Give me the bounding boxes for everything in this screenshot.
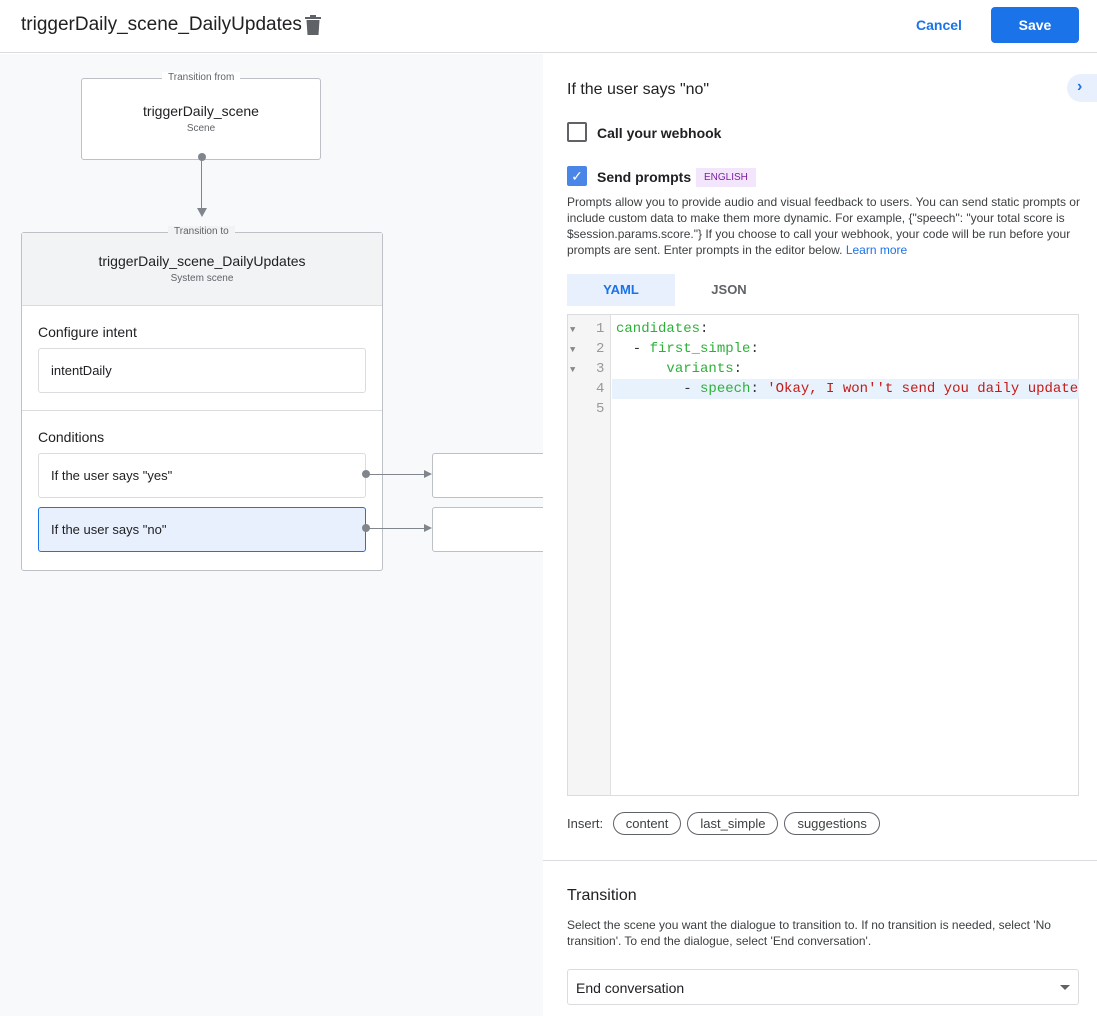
prompts-description: Prompts allow you to provide audio and v… (567, 195, 1080, 257)
connector-line (366, 528, 426, 529)
transition-from-card[interactable]: Transition from triggerDaily_scene Scene (81, 72, 321, 160)
condition-yes[interactable]: If the user says "yes" (38, 453, 366, 498)
to-scene-type: System scene (170, 273, 234, 284)
page-title: triggerDaily_scene_DailyUpdates (21, 14, 302, 35)
configure-intent-heading: Configure intent (38, 324, 137, 340)
arrow-right-icon (424, 470, 432, 478)
dropdown-arrow-icon (1060, 985, 1070, 990)
panel-heading: If the user says "no" (567, 81, 710, 98)
insert-suggestions-chip[interactable]: suggestions (784, 812, 880, 835)
save-button[interactable]: Save (991, 7, 1079, 43)
webhook-label: Call your webhook (597, 125, 722, 141)
connector-dot (198, 153, 206, 161)
from-scene-type: Scene (186, 123, 216, 134)
insert-last-simple-chip[interactable]: last_simple (687, 812, 779, 835)
transition-from-label: Transition from (162, 72, 241, 83)
target-scene-yes[interactable] (432, 453, 543, 498)
header-bar: triggerDaily_scene_DailyUpdates Cancel S… (0, 0, 1097, 53)
transition-select[interactable]: End conversation (567, 969, 1079, 1005)
learn-more-link[interactable]: Learn more (845, 243, 908, 257)
cancel-button[interactable]: Cancel (903, 8, 975, 42)
language-badge: ENGLISH (696, 168, 756, 187)
detail-panel: › If the user says "no" Call your webhoo… (543, 54, 1097, 1016)
target-scene-no[interactable] (432, 507, 543, 552)
from-scene-name: triggerDaily_scene (143, 103, 259, 119)
webhook-checkbox[interactable] (567, 122, 587, 142)
conditions-heading: Conditions (38, 429, 105, 445)
transition-heading: Transition (567, 887, 637, 904)
transition-to-label: Transition to (168, 226, 235, 237)
intent-item[interactable]: intentDaily (38, 348, 366, 393)
to-scene-name: triggerDaily_scene_DailyUpdates (98, 253, 306, 269)
connector-line (366, 474, 426, 475)
transition-description: Select the scene you want the dialogue t… (567, 918, 1051, 948)
trash-icon[interactable] (305, 15, 321, 35)
send-prompts-label: Send prompts (597, 169, 692, 185)
arrow-right-icon (424, 524, 432, 532)
connector-line (201, 159, 202, 209)
chevron-right-icon[interactable]: › (1067, 74, 1097, 102)
condition-no[interactable]: If the user says "no" (38, 507, 366, 552)
divider (543, 860, 1097, 861)
transition-select-value: End conversation (576, 980, 685, 996)
scene-canvas: Transition from triggerDaily_scene Scene… (0, 54, 543, 1016)
insert-content-chip[interactable]: content (612, 812, 682, 835)
insert-label: Insert: (567, 816, 604, 831)
send-prompts-checkbox[interactable]: ✓ (567, 166, 587, 186)
tab-yaml[interactable]: YAML (567, 274, 675, 306)
tab-json[interactable]: JSON (711, 282, 747, 297)
arrow-down-icon (197, 208, 207, 217)
